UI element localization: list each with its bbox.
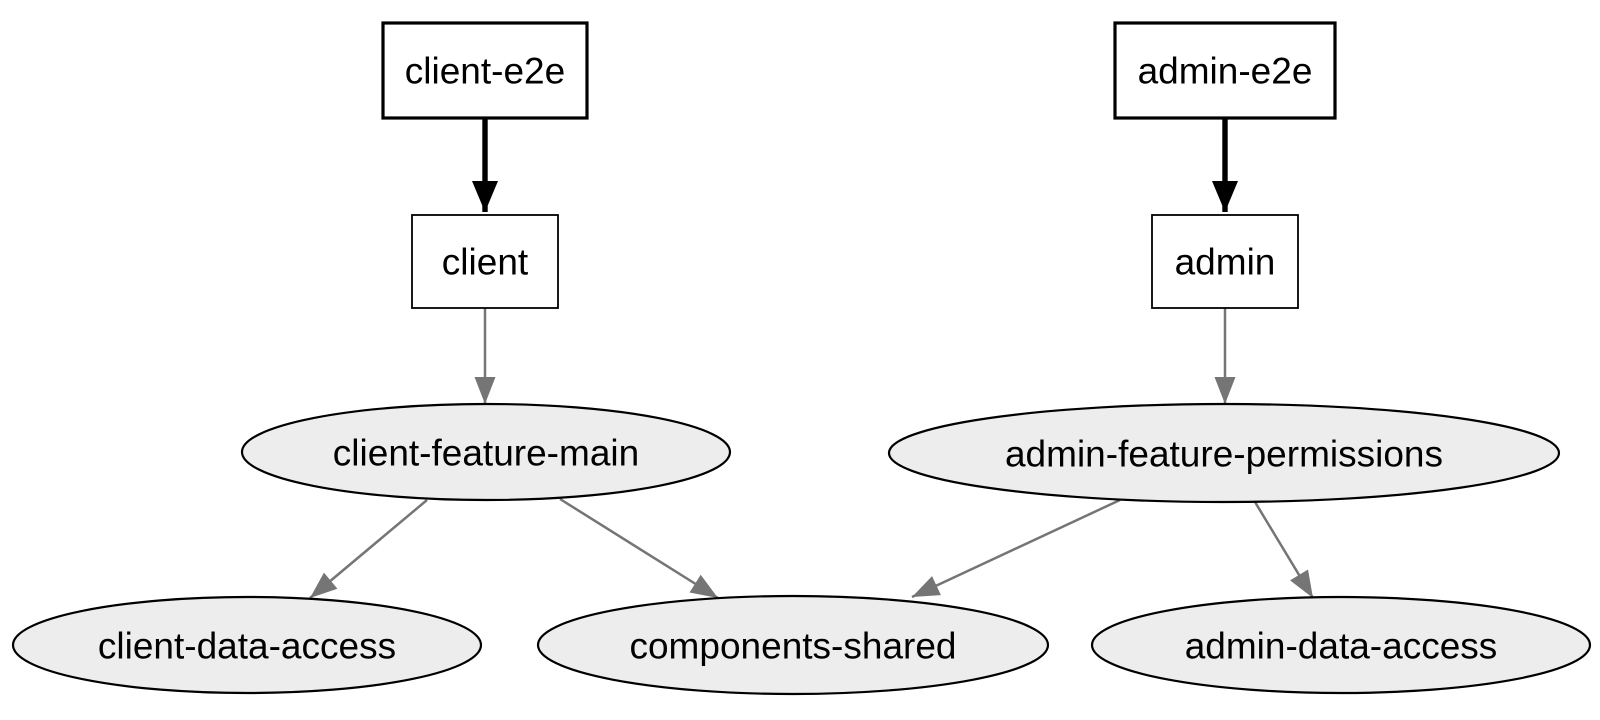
node-client-e2e-label: client-e2e: [405, 51, 565, 92]
edge-client-feature-main-to-client-data-access: [309, 499, 428, 599]
node-admin-e2e-shape[interactable]: [1113, 21, 1337, 120]
node-admin-data-access-label: admin-data-access: [1185, 626, 1498, 667]
node-components-shared-shape[interactable]: [536, 594, 1050, 696]
node-client-data-access-label: client-data-access: [98, 626, 396, 667]
node-components-shared[interactable]: components-shared: [536, 594, 1050, 696]
node-client-feature-main-shape[interactable]: [240, 402, 732, 502]
node-admin-e2e-label: admin-e2e: [1138, 51, 1313, 92]
edge-layer: [309, 118, 1315, 600]
node-admin-feature-permissions[interactable]: admin-feature-permissions: [887, 402, 1561, 504]
node-client[interactable]: client: [411, 214, 559, 309]
node-components-shared-label: components-shared: [629, 626, 956, 667]
node-client-label: client: [442, 242, 529, 283]
node-admin-feature-permissions-shape[interactable]: [887, 402, 1561, 504]
node-client-shape[interactable]: [411, 214, 559, 309]
edge-admin-feature-permissions-to-components-shared: [911, 498, 1121, 599]
node-admin-data-access[interactable]: admin-data-access: [1090, 595, 1592, 695]
edge-client-feature-main-to-components-shared: [559, 497, 719, 600]
node-admin[interactable]: admin: [1151, 214, 1299, 309]
node-admin-feature-permissions-label: admin-feature-permissions: [1005, 434, 1443, 475]
node-client-e2e[interactable]: client-e2e: [381, 21, 589, 120]
node-admin-data-access-shape[interactable]: [1090, 595, 1592, 695]
node-admin-shape[interactable]: [1151, 214, 1299, 309]
node-client-data-access-shape[interactable]: [11, 595, 483, 695]
node-admin-label: admin: [1175, 242, 1276, 283]
edge-admin-feature-permissions-to-admin-data-access: [1253, 501, 1315, 599]
node-client-data-access[interactable]: client-data-access: [11, 595, 483, 695]
node-client-e2e-shape[interactable]: [381, 21, 589, 120]
node-admin-e2e[interactable]: admin-e2e: [1113, 21, 1337, 120]
node-client-feature-main-label: client-feature-main: [333, 433, 639, 474]
node-client-feature-main[interactable]: client-feature-main: [240, 402, 732, 502]
